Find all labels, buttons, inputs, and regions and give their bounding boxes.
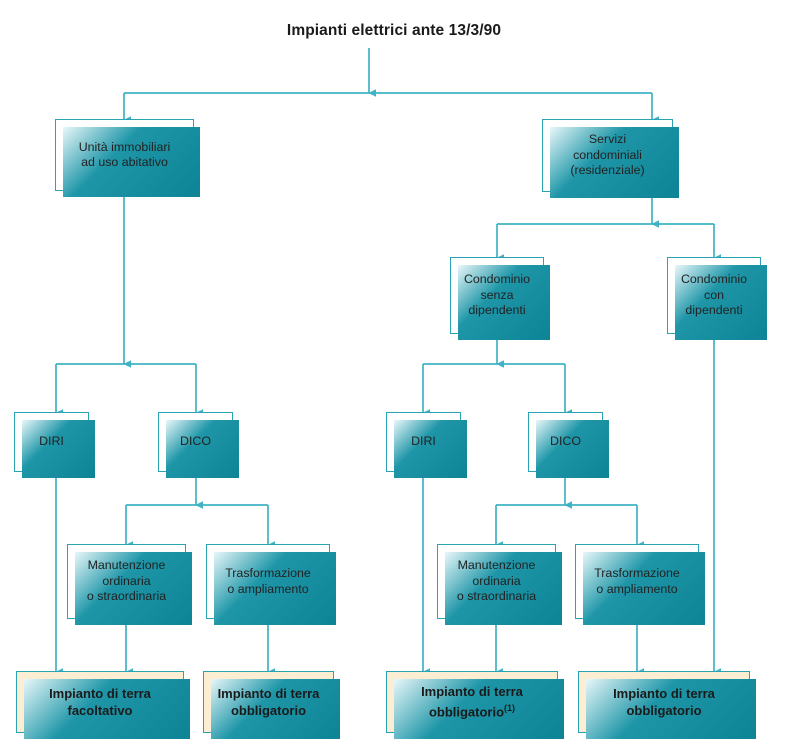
terminal-3-footnote-marker: (1) xyxy=(504,703,516,714)
node-manut-left-label: Manutenzione ordinaria o straordinaria xyxy=(83,558,170,605)
terminal-1-label: Impianto di terra facoltativo xyxy=(45,685,155,719)
terminal-3-label: Impianto di terra obbligatorio(1) xyxy=(417,683,527,720)
terminal-impianto-facoltativo[interactable]: Impianto di terra facoltativo xyxy=(16,671,190,739)
node-diri-left-label: DIRI xyxy=(39,434,64,449)
node-manut-right-label: Manutenzione ordinaria o straordinaria xyxy=(453,558,540,605)
node-trasf-right-line1: Trasformazione xyxy=(594,566,680,580)
page-title: Impianti elettrici ante 13/3/90 xyxy=(286,22,502,39)
node-diri-right[interactable]: DIRI xyxy=(386,412,467,478)
node-cond-con-label: Condominio con dipendenti xyxy=(677,272,751,319)
node-cond-con-line3: dipendenti xyxy=(685,303,743,318)
terminal-1-line2: facoltativo xyxy=(67,703,133,718)
node-unita-label: Unità immobiliari ad uso abitativo xyxy=(75,140,175,171)
terminal-impianto-obbligatorio-left[interactable]: Impianto di terra obbligatorio xyxy=(203,671,340,739)
terminal-impianto-obbligatorio-nota[interactable]: Impianto di terra obbligatorio(1) xyxy=(386,671,564,739)
node-servizi-condominiali[interactable]: Servizi condominiali (residenziale) xyxy=(542,119,679,198)
node-dico-right-label: DICO xyxy=(550,434,581,449)
node-condominio-con-dipendenti[interactable]: Condominio con dipendenti xyxy=(667,257,767,340)
node-trasf-left-line1: Trasformazione xyxy=(225,566,311,580)
node-trasf-right-label: Trasformazione o ampliamento xyxy=(590,566,684,597)
terminal-4-label: Impianto di terra obbligatorio xyxy=(609,685,719,719)
terminal-3-line2: obbligatorio xyxy=(428,704,505,720)
terminal-1-line1: Impianto di terra xyxy=(49,686,151,701)
node-dico-left-label: DICO xyxy=(180,434,211,449)
node-servizi-label: Servizi condominiali (residenziale) xyxy=(566,132,648,179)
node-manutenzione-right[interactable]: Manutenzione ordinaria o straordinaria xyxy=(437,544,562,625)
node-servizi-line3: (residenziale) xyxy=(570,163,645,178)
terminal-2-line1: Impianto di terra xyxy=(217,686,320,701)
node-servizi-line1: Servizi xyxy=(588,132,627,147)
terminal-impianto-obbligatorio-right[interactable]: Impianto di terra obbligatorio xyxy=(578,671,756,739)
node-dico-left[interactable]: DICO xyxy=(158,412,239,478)
terminal-4-line2: obbligatorio xyxy=(626,703,702,718)
node-servizi-line2: condominiali xyxy=(573,147,642,162)
node-trasformazione-right[interactable]: Trasformazione o ampliamento xyxy=(575,544,705,625)
node-trasformazione-left[interactable]: Trasformazione o ampliamento xyxy=(206,544,336,625)
terminal-2-label: Impianto di terra obbligatorio xyxy=(214,685,324,719)
node-dico-right[interactable]: DICO xyxy=(528,412,609,478)
node-condominio-senza-dipendenti[interactable]: Condominio senza dipendenti xyxy=(450,257,550,340)
terminal-2-line2: obbligatorio xyxy=(230,703,307,718)
node-manut-left-line3: o straordinaria xyxy=(86,589,167,604)
node-diri-right-label: DIRI xyxy=(411,434,436,449)
node-unita-line1: Unità immobiliari xyxy=(78,139,171,154)
node-trasf-right-line2: o ampliamento xyxy=(596,581,678,596)
node-unita-line2: ad uso abitativo xyxy=(81,155,168,169)
node-manut-left-line1: Manutenzione xyxy=(87,558,166,573)
node-manut-left-line2: ordinaria xyxy=(102,573,151,588)
node-manutenzione-left[interactable]: Manutenzione ordinaria o straordinaria xyxy=(67,544,192,625)
node-manut-right-line1: Manutenzione xyxy=(457,558,536,573)
node-trasf-left-label: Trasformazione o ampliamento xyxy=(221,566,315,597)
node-cond-senza-line2: senza xyxy=(480,287,514,302)
node-trasf-left-line2: o ampliamento xyxy=(227,581,309,596)
node-cond-con-line1: Condominio xyxy=(680,272,748,287)
node-diri-left[interactable]: DIRI xyxy=(14,412,95,478)
terminal-4-line1: Impianto di terra xyxy=(613,686,715,701)
node-manut-right-line2: ordinaria xyxy=(472,573,521,588)
node-unita-immobiliari[interactable]: Unità immobiliari ad uso abitativo xyxy=(55,119,200,197)
node-cond-senza-line1: Condominio xyxy=(463,272,531,287)
node-cond-senza-label: Condominio senza dipendenti xyxy=(460,272,534,319)
node-cond-senza-line3: dipendenti xyxy=(468,303,526,318)
node-manut-right-line3: o straordinaria xyxy=(456,589,537,604)
terminal-3-line1: Impianto di terra xyxy=(421,684,523,700)
node-cond-con-line2: con xyxy=(704,287,724,302)
